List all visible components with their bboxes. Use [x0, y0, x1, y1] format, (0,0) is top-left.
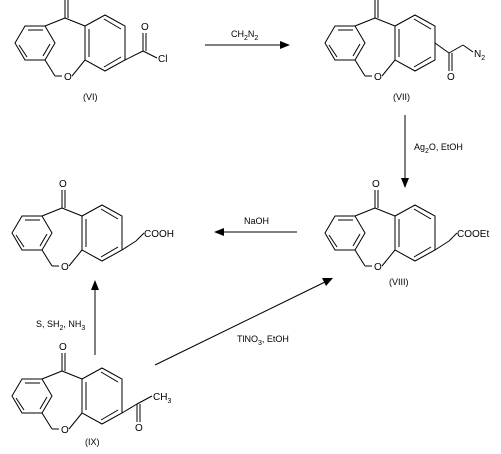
condition-step1: CH2N2: [231, 29, 258, 42]
methyl-label: CH3: [153, 392, 171, 405]
diazo-label: N2: [474, 49, 485, 62]
ester-label: COOEt: [457, 229, 489, 240]
ring-oxygen-label: O: [374, 262, 382, 273]
dibenzoxepinone-core-vii: [324, 0, 436, 77]
compound-label-ix: (IX): [85, 437, 100, 447]
compound-acid: O O COOH: [11, 179, 174, 273]
acid-label: COOH: [144, 229, 174, 240]
compound-label-vii: (VII): [393, 92, 410, 102]
dibenzoxepinone-core-ix: [11, 352, 123, 430]
ring-oxygen-label: O: [61, 262, 69, 273]
arrow-ix-to-viii: [154, 278, 333, 366]
arrow-ix-to-acid: [91, 280, 99, 355]
ring-oxygen-label: O: [61, 425, 69, 436]
compound-vi: O O O Cl: [14, 0, 167, 83]
arrow-vi-to-vii: [205, 41, 290, 49]
condition-step3: NaOH: [244, 216, 269, 226]
dibenzoxepinone-core-vi: [14, 0, 126, 77]
ring-oxygen-label: O: [64, 72, 72, 83]
acyl-oxygen-label: O: [447, 72, 455, 83]
compound-label-vi: (VI): [83, 92, 98, 102]
ketone-oxygen-label: O: [372, 179, 380, 190]
compound-label-viii: (VIII): [389, 277, 409, 287]
ring-oxygen-label: O: [374, 72, 382, 83]
compound-viii: O O COOEt: [324, 179, 489, 273]
condition-step5: TlNO3, EtOH: [237, 334, 289, 347]
chlorine-label: Cl: [158, 54, 167, 65]
acyl-oxygen-label: O: [135, 423, 143, 434]
compound-vii: O O O N2: [324, 0, 485, 83]
arrow-vii-to-viii: [401, 115, 409, 188]
acyl-oxygen-label: O: [141, 22, 149, 33]
condition-step4: S, SH2, NH3: [36, 319, 85, 332]
arrow-viii-to-acid: [214, 228, 297, 236]
compound-ix: O O O CH3: [11, 342, 171, 436]
dibenzoxepinone-core-acid: [11, 189, 123, 267]
dibenzoxepinone-core-viii: [324, 189, 436, 267]
ketone-oxygen-label: O: [59, 342, 67, 353]
ketone-oxygen-label: O: [59, 179, 67, 190]
condition-step2: Ag2O, EtOH: [414, 142, 463, 155]
